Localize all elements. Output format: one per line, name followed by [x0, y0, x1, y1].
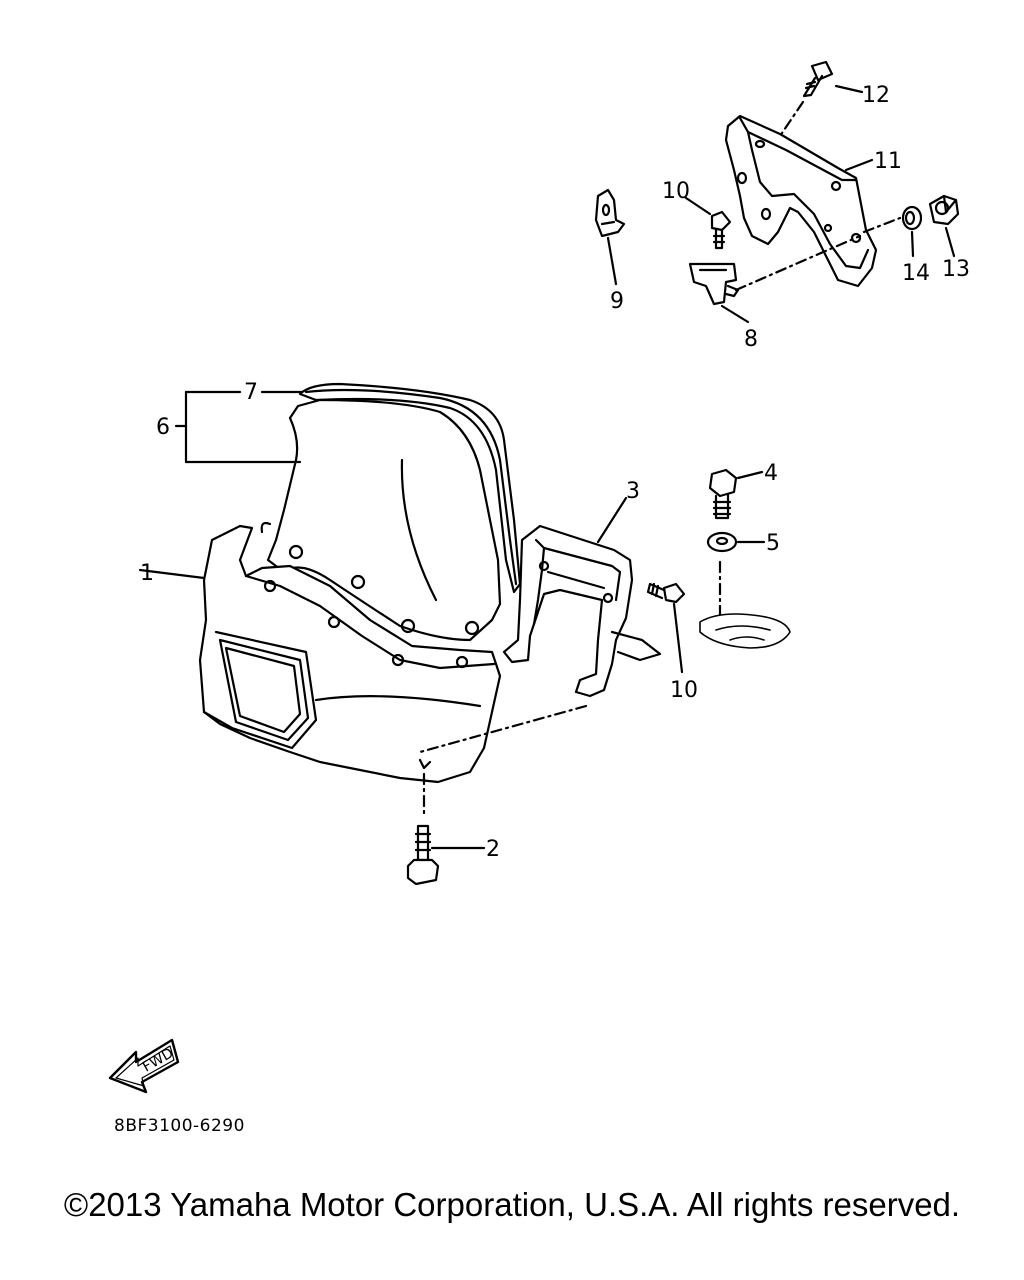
centerline-14 [862, 216, 902, 234]
washer-5-drawing [706, 531, 738, 553]
cowling-1-drawing [198, 524, 502, 784]
leader-3 [596, 496, 628, 544]
callout-10-upper: 10 [662, 179, 690, 204]
callout-14: 14 [902, 261, 930, 286]
callout-3: 3 [626, 479, 640, 504]
callout-7: 7 [244, 380, 258, 405]
diagram-part-code: 8BF3100-6290 [114, 1116, 245, 1136]
callout-2: 2 [486, 837, 500, 862]
bolt-2-drawing [406, 824, 440, 886]
callout-4: 4 [764, 461, 778, 486]
bolt-10-lower-drawing [646, 582, 686, 604]
windscreen-6-drawing [260, 382, 522, 642]
leader-1 [138, 568, 206, 580]
callout-13: 13 [942, 257, 970, 282]
bracket-11-drawing [724, 114, 878, 288]
callout-1: 1 [140, 561, 154, 586]
bolt-12-drawing [802, 60, 834, 98]
stay-3-drawing [502, 524, 662, 698]
leader-8 [720, 304, 750, 324]
bolt-10-upper-drawing [710, 210, 732, 250]
centerline-8 [734, 234, 862, 292]
callout-12: 12 [862, 83, 890, 108]
spacer-14-drawing [901, 205, 923, 231]
callout-5: 5 [766, 531, 780, 556]
bolt-4-drawing [708, 468, 738, 520]
leader-11 [844, 158, 874, 172]
copyright-notice: ©2013 Yamaha Motor Corporation, U.S.A. A… [63, 1186, 961, 1223]
leader-14 [910, 230, 915, 258]
leader-10-lower [672, 602, 684, 674]
callout-9: 9 [610, 289, 624, 314]
callout-11: 11 [874, 149, 902, 174]
nut-13-drawing [928, 194, 960, 226]
leader-13 [944, 226, 956, 258]
callout-6: 6 [156, 415, 170, 440]
callout-8: 8 [744, 327, 758, 352]
leader-4 [736, 470, 764, 480]
mount-plate-drawing [699, 613, 791, 649]
fwd-arrow-icon: FWD [108, 1038, 180, 1094]
leader-12 [834, 84, 864, 94]
centerline-3 [418, 704, 588, 754]
exploded-parts-diagram: FWD 1 2 3 4 5 6 7 8 9 10 10 11 12 13 14 [108, 60, 970, 1094]
leader-10-upper [684, 196, 712, 216]
centerline-12 [778, 100, 805, 138]
leader-9 [606, 236, 618, 286]
bracket-lines-6-7 [174, 390, 304, 464]
bracket-8-drawing [688, 262, 740, 306]
callout-10-lower: 10 [670, 678, 698, 703]
clip-9-drawing [594, 188, 626, 238]
